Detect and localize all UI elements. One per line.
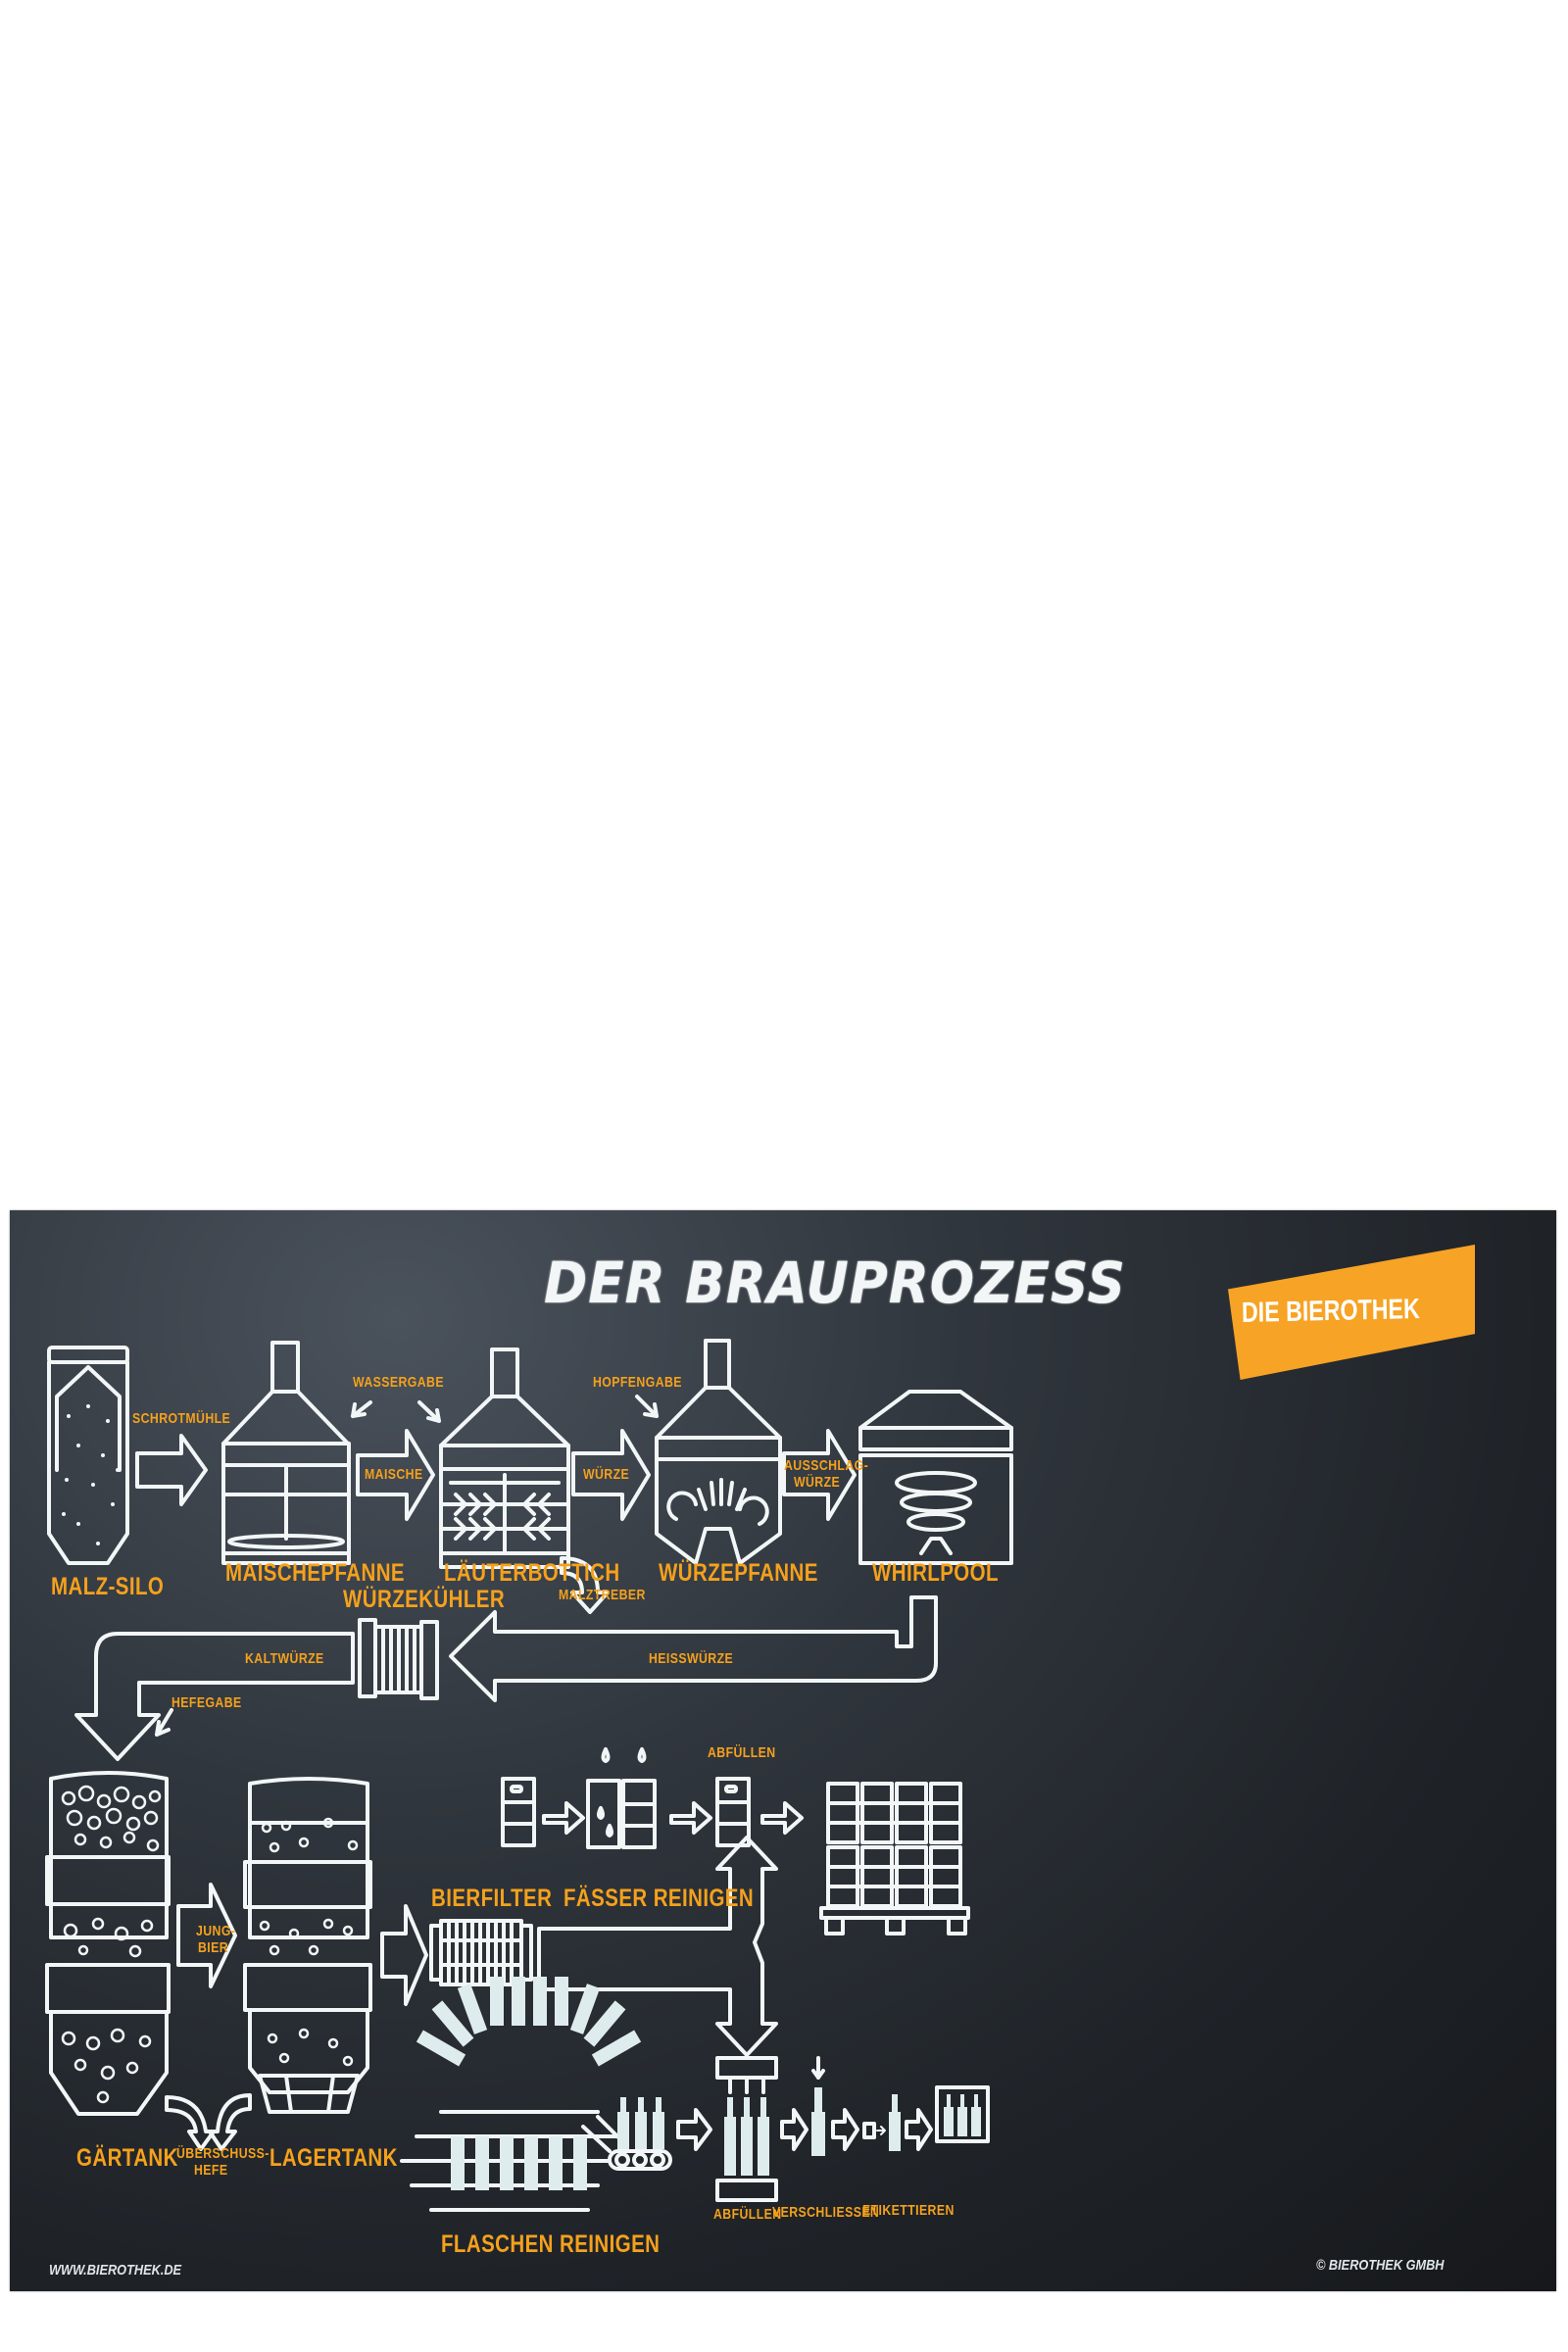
label-wassergabe: WASSERGABE <box>353 1374 444 1391</box>
label-wurze: WÜRZE <box>583 1466 630 1483</box>
label-uberschuss-line2: HEFE <box>194 2162 228 2179</box>
logo-text: DIE BIEROTHEK <box>1241 1294 1420 1329</box>
label-fasser-reinigen: FÄSSER REINIGEN <box>564 1885 755 1912</box>
malztreber-arrow-icon <box>560 1556 610 1614</box>
label-whirlpool: WHIRLPOOL <box>872 1559 999 1587</box>
arrow-wuerze-icon <box>571 1429 651 1521</box>
label-lauterbottich: LÄUTERBOTTICH <box>444 1559 620 1587</box>
label-abfullen-fass: ABFÜLLEN <box>708 1744 776 1761</box>
distribution-pipe-icon <box>537 1836 778 2057</box>
label-bottling-verschliessen: VERSCHLIESSEN <box>772 2204 880 2221</box>
keg-pallet-icon <box>819 1782 970 1936</box>
malt-silo-icon <box>47 1346 129 1565</box>
label-heisswurze: HEISSWÜRZE <box>649 1650 734 1667</box>
label-kaltwurze: KALTWÜRZE <box>245 1650 324 1667</box>
page-title: DER BRAUPROZESS <box>544 1250 1126 1316</box>
wort-kettle-icon <box>635 1339 782 1565</box>
label-jungbier-line1: JUNG- <box>196 1923 236 1939</box>
wassergabe-arrow-icon <box>351 1400 372 1418</box>
copyright-text: © BIEROTHEK GMBH <box>1316 2257 1445 2274</box>
label-wurzepfanne: WÜRZEPFANNE <box>659 1559 818 1587</box>
label-maische: MAISCHE <box>365 1466 423 1483</box>
hopfengabe-arrow-icon <box>635 1395 659 1418</box>
hefegabe-arrow-icon <box>155 1708 173 1737</box>
bottling-line-icon <box>581 2056 990 2202</box>
arrow-jungbier-icon <box>176 1883 237 1988</box>
label-jungbier-line2: BIER <box>198 1939 229 1956</box>
lauter-tun-icon <box>417 1348 610 1614</box>
wort-cooler-icon <box>358 1618 439 1700</box>
label-hopfengabe: HOPFENGABE <box>593 1374 682 1391</box>
fermentation-tank-icon <box>45 1771 171 2116</box>
label-malztreber: MALZTREBER <box>559 1587 646 1603</box>
label-malz-silo: MALZ-SILO <box>51 1573 165 1600</box>
label-gartank: GÄRTANK <box>76 2144 178 2172</box>
arrow-to-bierfilter-icon <box>380 1904 428 2006</box>
mash-tun-icon <box>221 1341 372 1565</box>
label-flaschen-reinigen: FLASCHEN REINIGEN <box>441 2230 661 2258</box>
beer-filter-icon <box>429 1919 533 1986</box>
arrow-maische-icon <box>356 1429 435 1521</box>
kegs-cleaning-row-icon <box>501 1747 804 1849</box>
uberschusshefe-arrows-icon <box>165 2093 252 2151</box>
lagering-tank-icon <box>243 1777 372 2114</box>
label-uberschuss-line1: ÜBERSCHUSS- <box>176 2145 270 2162</box>
label-bierfilter: BIERFILTER <box>431 1885 553 1912</box>
arrow-schrotmuehle-icon <box>135 1434 208 1506</box>
bottle-washer-icon <box>400 1977 642 2212</box>
label-wurzekuhler: WÜRZEKÜHLER <box>343 1586 506 1613</box>
label-bottling-abfullen: ABFÜLLEN <box>713 2206 782 2223</box>
label-maischepfanne: MAISCHEPFANNE <box>225 1559 406 1587</box>
wassergabe-arrow-2-icon <box>417 1400 441 1423</box>
whirlpool-icon <box>858 1390 1013 1565</box>
label-schrotmuhle: SCHROTMÜHLE <box>132 1410 231 1427</box>
label-bottling-etikettieren: ETIKETTIEREN <box>862 2202 955 2219</box>
arrow-ausschlagwuerze-icon <box>782 1429 857 1521</box>
process-diagram-drawing <box>45 1339 1013 2212</box>
label-ausschlag-line1: AUSSCHLAG- <box>784 1457 869 1474</box>
label-ausschlag-line2: WÜRZE <box>794 1474 841 1491</box>
label-hefegabe: HEFEGABE <box>172 1694 242 1711</box>
heisswuerze-pipe-icon <box>449 1595 938 1702</box>
label-lagertank: LAGERTANK <box>270 2144 398 2172</box>
kaltwuerze-pipe-icon <box>74 1632 355 1761</box>
brewing-process-chalkboard: DER BRAUPROZESS DIE BIEROTHEK MALZ-SILO … <box>10 1210 1556 2291</box>
website-link[interactable]: WWW.BIEROTHEK.DE <box>49 2262 182 2278</box>
